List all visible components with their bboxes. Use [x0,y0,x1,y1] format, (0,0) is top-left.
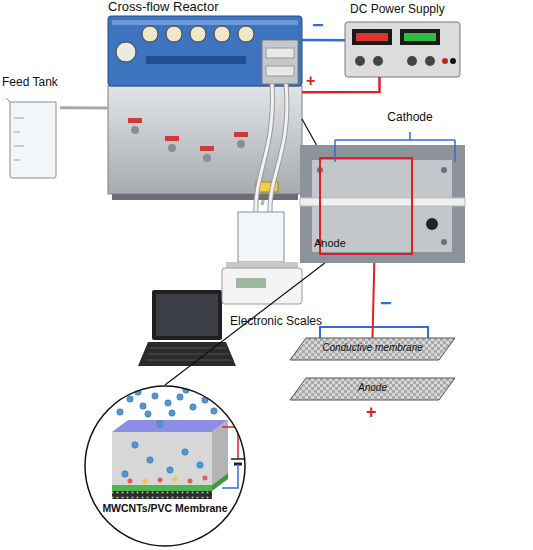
polarity-sign: − [380,292,404,315]
feed-beaker [6,98,56,178]
plate-shape [290,338,455,360]
plate-shape [290,378,455,400]
wire-connector [165,263,325,385]
polarity-sign: − [312,14,332,37]
cell-photo [300,132,465,263]
plate-label: Conductive membrane [290,342,455,354]
polarity-sign: + [366,402,390,423]
wire-connector [60,106,108,109]
reactor-title: Cross-flow Reactor [108,0,298,15]
plate-label: Anode [290,382,455,394]
polarity-sign: + [306,72,326,90]
scale-photo: Electronic Scales [222,205,302,305]
wire-connector [302,39,345,42]
membrane-bracket [320,327,428,338]
cell-photo: CathodeAnode [300,145,465,263]
outlet-tubes [256,84,287,214]
circle-outline [84,385,246,547]
feed-tank-title: Feed Tank [2,76,92,90]
circle-shape [85,386,245,546]
anode-label: Anode [314,237,374,250]
membrane-plate: Conductive membrane [290,338,455,360]
wire-connector [302,119,317,145]
balance-scale [222,212,302,304]
reactor-photo: Cross-flow Reactor [108,16,302,200]
wire-connector [262,200,263,205]
schematic-circle: MWCNTs/PVC Membrane [84,385,246,547]
power-supply-title: DC Power Supply [350,3,480,17]
schematic-title: MWCNTs/PVC Membrane [94,502,236,514]
power-supply-photo: DC Power Supply [345,22,460,77]
laptop [138,290,236,366]
cathode-label: Cathode [370,111,450,125]
membrane-schematic [85,386,245,546]
scale-title: Electronic Scales [230,315,360,329]
feed-tank-photo: Feed Tank [8,100,60,178]
power-supply [345,22,460,77]
wire-connector [373,263,375,338]
anode-plate: Anode [290,378,455,400]
